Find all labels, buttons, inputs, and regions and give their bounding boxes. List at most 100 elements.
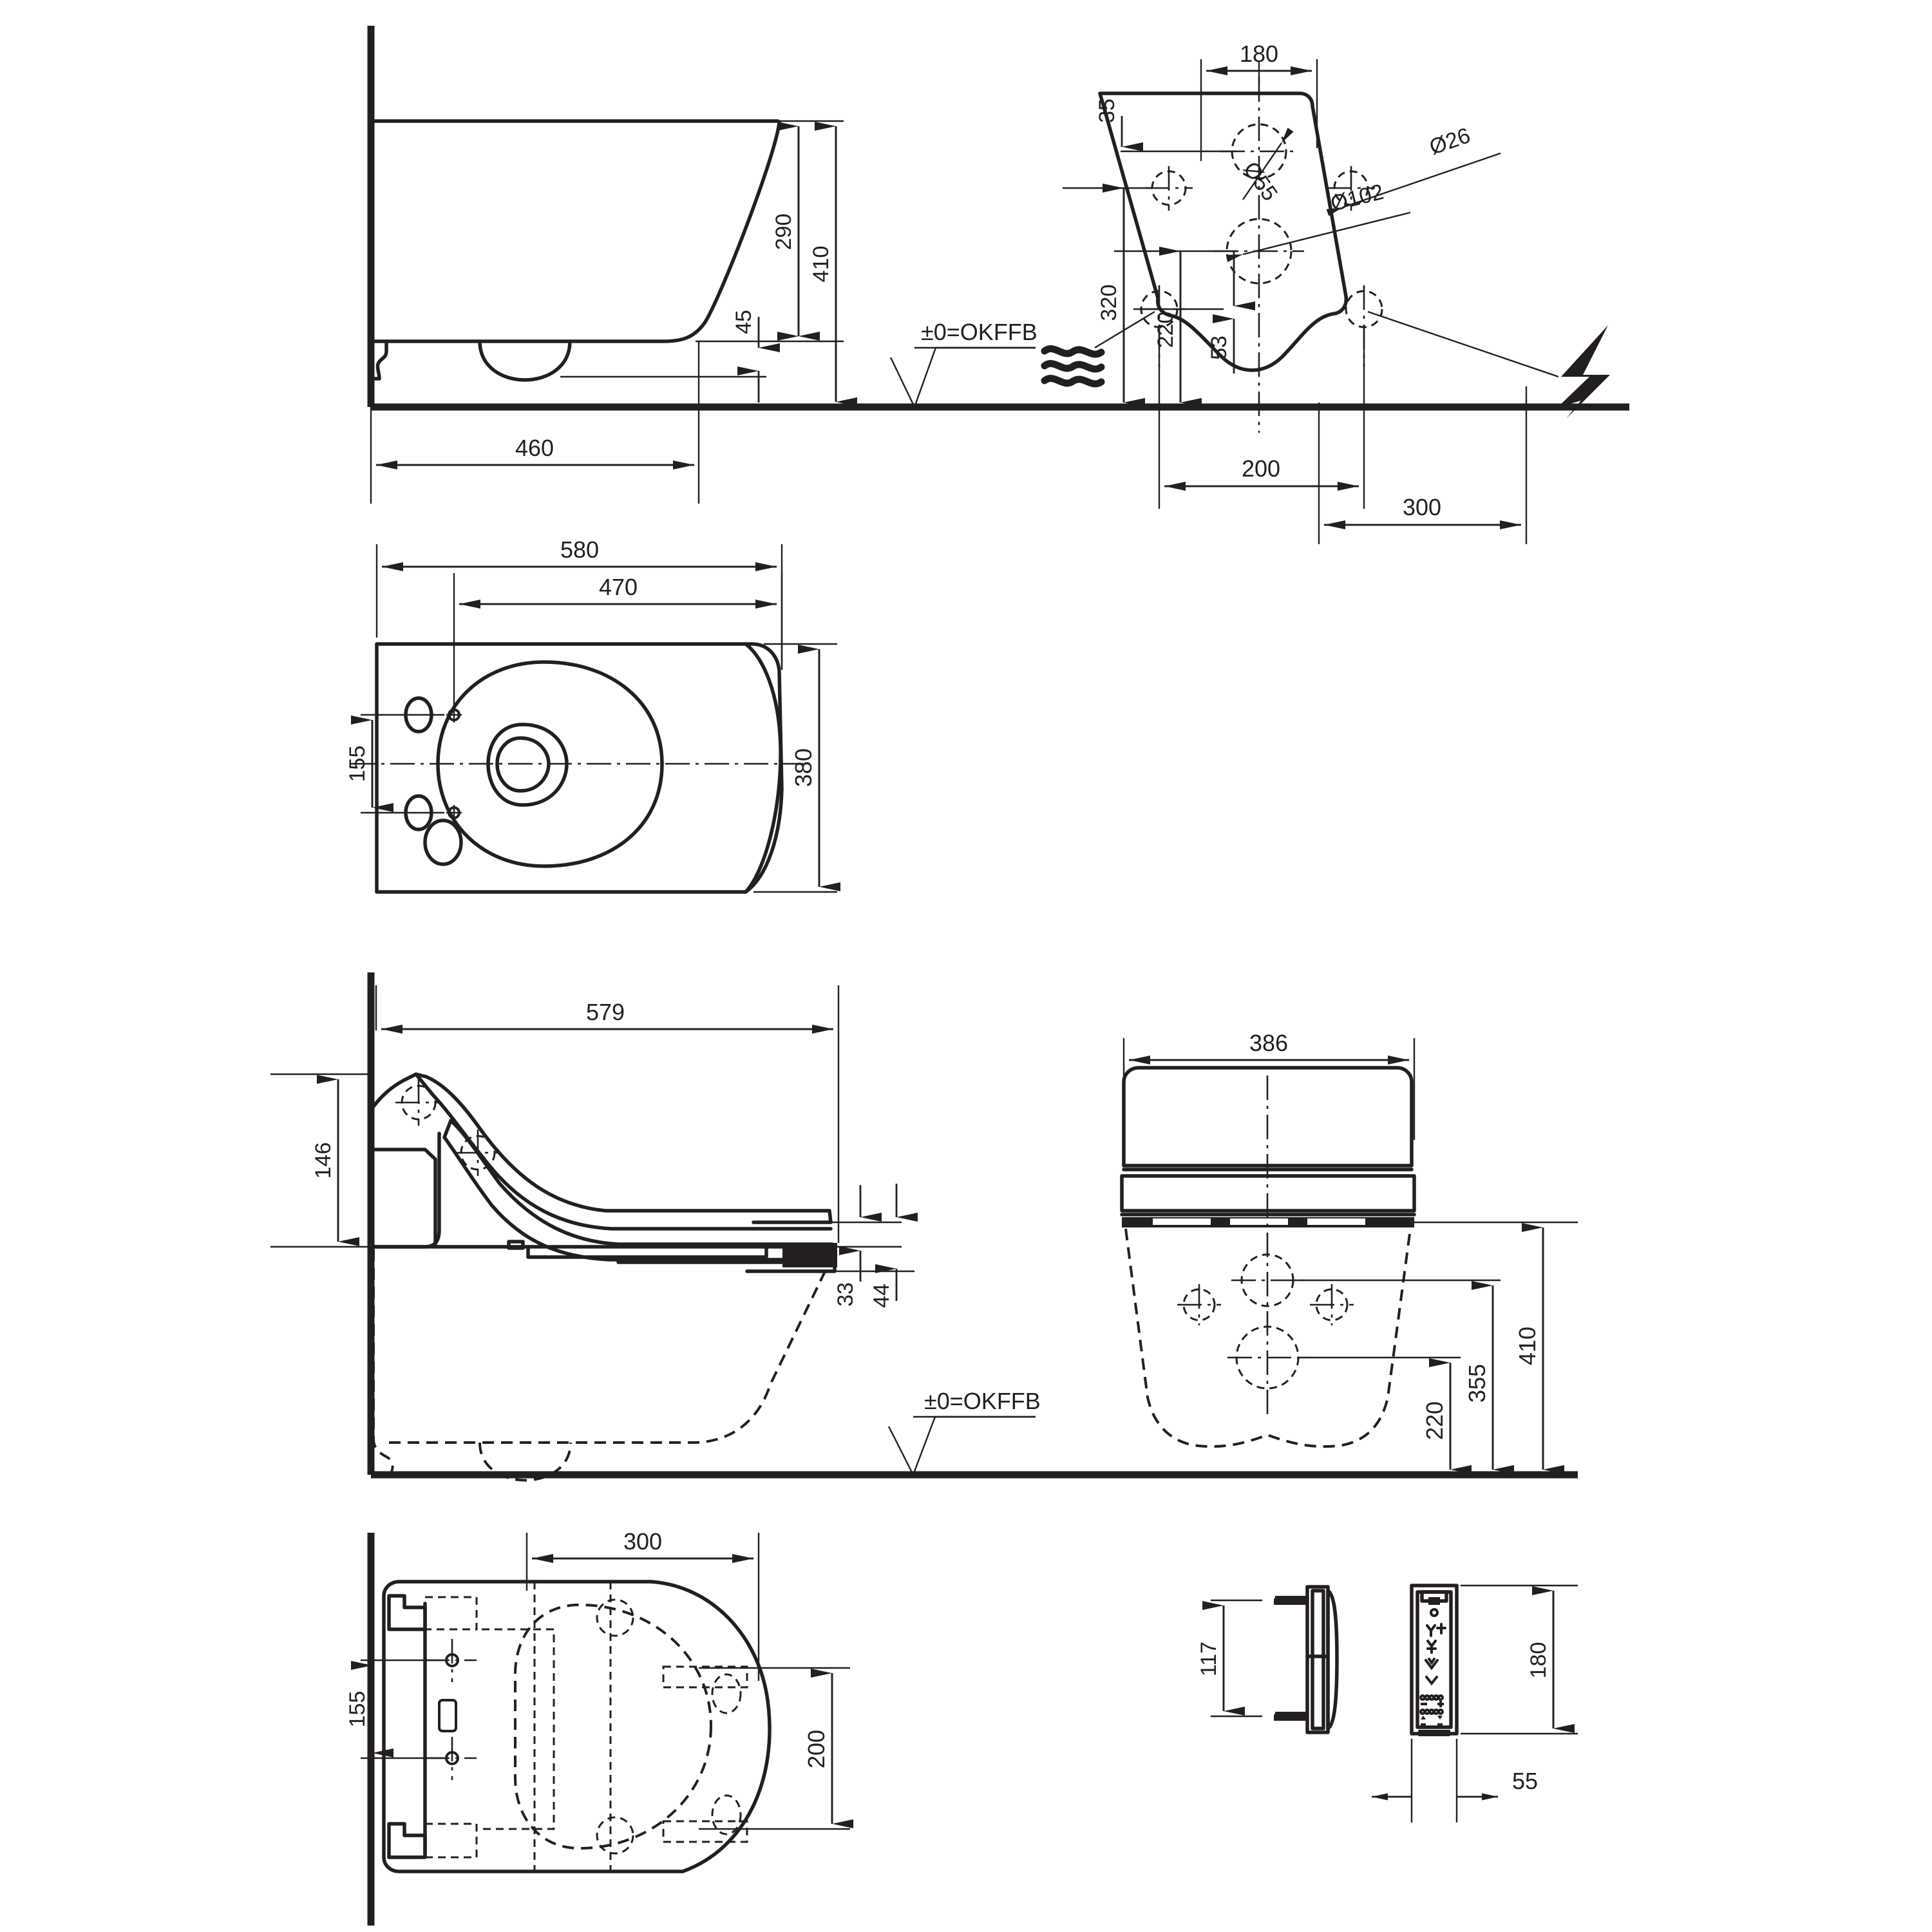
plan-seat-cable-port [438,1699,457,1732]
plan-outlet-hole [423,819,463,866]
dimension-label-470: 470 [599,574,638,600]
seat-ring-outline [449,1119,834,1264]
remote-user1-icon [1421,1723,1426,1728]
dimension-180: 180 [1206,41,1312,75]
hidden-bowl-rear-elev [1124,1228,1412,1448]
bowl-rear-outline [1098,91,1349,372]
seat-lid-outline [372,1072,833,1224]
dimension-label-410-seat: 410 [1514,1327,1540,1365]
dimension-55: 55 [1372,1768,1538,1801]
bumper-upper [662,1665,748,1689]
dimension-410-seat: 410 [1514,1223,1564,1474]
bowl-plan-outline [375,642,784,894]
dimension-53: 53 [1207,251,1255,374]
dimension-label-200-rear: 200 [1242,455,1280,482]
view-remote-control: 117 180 55 [1197,1584,1578,1823]
dimension-label-320: 320 [1097,285,1121,321]
view-plan-seat: 300 200 155 [345,1528,853,1926]
seat-base-block [372,1148,437,1249]
view-plan-bowl: 580 470 380 155 [345,536,840,894]
view-rear-elevation-seat: 386 410 355 220 [1120,1030,1578,1474]
datum-marker-lower: ±0=OKFFB [887,1388,1041,1477]
dimension-470: 470 [459,574,777,609]
bowl-outlet [478,339,572,382]
dimension-label-44: 44 [869,1283,894,1308]
dimension-label-410: 410 [809,246,833,283]
dimension-label-53: 53 [1207,336,1231,360]
dimension-label-155-plan: 155 [345,746,370,782]
view-side-elevation-seat: 579 146 33 44 ±0=OKFFB [270,972,1578,1482]
remote-slider-pressure [1419,1709,1444,1719]
dimension-200-plan: 200 [803,1669,853,1828]
bowl-plan-trap-inner [495,736,551,793]
dimension-label-579: 579 [586,999,625,1025]
dimension-33: 33 [833,1185,882,1307]
seat-rear-ring [1120,1174,1416,1213]
remote-side-body [1305,1585,1330,1734]
dimension-label-220-seat: 220 [1421,1401,1448,1440]
seat-plan-hole-lower [596,1816,634,1855]
hidden-bowl-outlet [478,1442,572,1482]
bumper-pad-upper [711,1673,742,1714]
dimension-label-180: 180 [1240,41,1278,67]
bumper-lower [662,1820,748,1843]
datum-marker-upper: ±0=OKFFB [889,319,1037,410]
remote-front-body [1410,1584,1459,1736]
dimension-label-380: 380 [790,748,817,787]
remote-bottom-edge [1418,1730,1450,1736]
hidden-bowl-rear [372,1249,394,1476]
dimension-200-rear: 200 [1164,455,1359,491]
seat-lid-lower-edge [414,1072,833,1231]
remote-power-icon [1430,1608,1439,1617]
dimension-460: 460 [376,435,694,469]
seat-front-nose [782,1243,837,1267]
seat-sensor-detail [507,1240,525,1250]
dimension-220-seat: 220 [1421,1358,1472,1474]
dimension-label-146: 146 [311,1142,336,1179]
dimension-580: 580 [382,536,777,571]
remote-display [1420,1590,1448,1603]
seat-plan-hinge-hidden-upper [425,1596,478,1631]
remote-front-view [1410,1584,1459,1736]
remote-side-cover [1326,1589,1339,1730]
hidden-bowl-profile [389,1262,831,1444]
dimension-146: 146 [311,1075,359,1246]
dimension-label-460: 460 [515,435,554,461]
dimension-410: 410 [809,122,857,406]
remote-dryer-icon [1425,1676,1438,1686]
dimension-label-290: 290 [772,214,796,251]
dimension-label-386: 386 [1249,1030,1288,1056]
dimension-320: 320 [1097,184,1145,407]
dimension-label-45: 45 [732,310,756,334]
dimension-579: 579 [381,999,833,1034]
view-side-elevation-bowl: 290 410 45 460 ±0=OKFFB [367,26,1629,504]
dimension-35: 35 [1095,99,1143,151]
seat-plan-inner-body [482,1628,555,1830]
seat-plan-hinge-hidden-lower [425,1823,478,1859]
dimension-label-300-plan: 300 [623,1528,662,1555]
seat-baseplate-recess [526,1245,768,1259]
dimension-label-35: 35 [1095,99,1119,123]
seat-rear-fixing-left [1182,1288,1216,1321]
seat-rear-fixing-right [1315,1288,1349,1321]
remote-side-view [1274,1585,1339,1734]
dimension-180-remote: 180 [1526,1586,1575,1733]
hole-dia102 [1226,218,1293,285]
bowl-rear-bracket [370,339,388,381]
remote-side-inner [1311,1589,1325,1730]
remote-lady-wash-icon [1426,1640,1437,1654]
dimension-label-355: 355 [1464,1364,1490,1403]
dimension-45: 45 [732,310,780,402]
dimension-label-300-rear: 300 [1403,494,1441,520]
remote-plus-icon [1436,1623,1446,1634]
bumper-pad-lower [711,1794,742,1835]
dimension-155-plan-seat: 155 [345,1661,393,1757]
seat-plan-hole-upper [596,1598,634,1637]
dimension-label-180-remote: 180 [1526,1642,1551,1679]
dimension-label-580: 580 [560,536,599,563]
dimension-label-55: 55 [1512,1768,1538,1794]
view-rear-elevation-bowl: 180 35 320 220 53 200 [1041,41,1610,544]
dimension-355: 355 [1464,1281,1514,1474]
